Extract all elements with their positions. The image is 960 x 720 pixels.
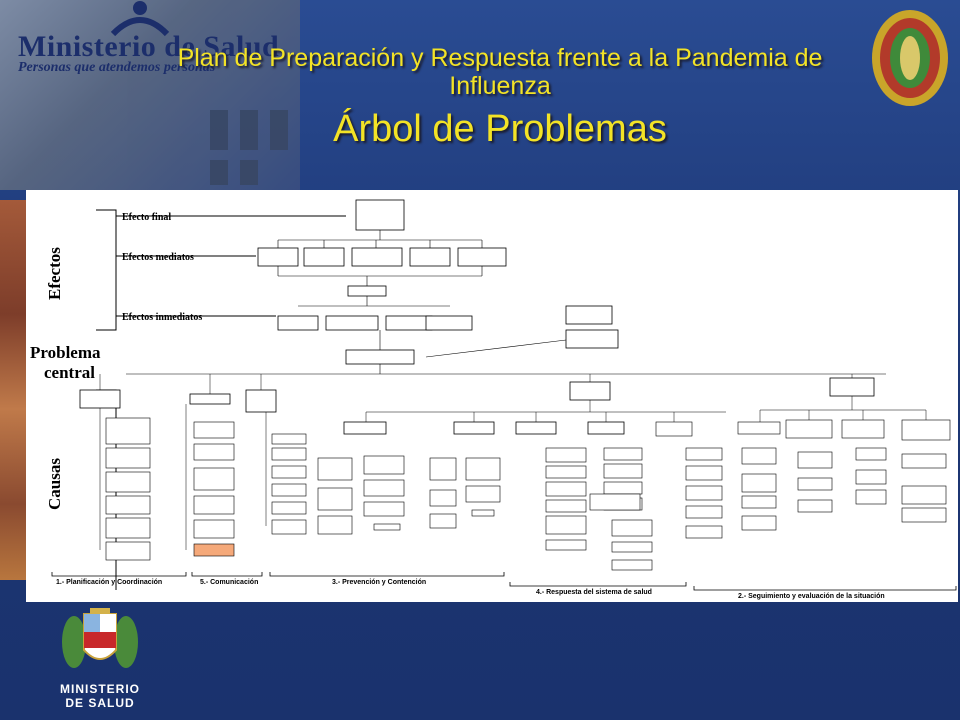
building-photo [0,0,300,190]
footer-planificacion: 1.- Planificación y Coordinación [56,579,162,586]
ministry-logo: Ministerio de Salud Personas que atendem… [18,30,279,76]
footer-seguimiento: 2.- Seguimiento y evaluación de la situa… [738,593,885,600]
level-mediate-label: Efectos mediatos [122,252,194,263]
bottom-line2: DE SALUD [65,696,135,710]
logo-line2: Personas que atendemos personas [18,60,216,75]
level-immediate-label: Efectos inmediatos [122,312,202,323]
virus-icon [872,10,948,106]
level-final-label: Efecto final [122,212,171,223]
decorative-strip [0,200,26,580]
footer-prevencion: 3.- Prevención y Contención [332,579,426,586]
ministry-figure-icon [110,1,170,37]
section-causes-label: Causas [45,458,64,510]
section-effects-label: Efectos [45,247,64,300]
slide-subtitle: Árbol de Problemas [333,108,667,150]
bottom-line1: MINISTERIO [59,682,140,696]
footer-comunicacion: 5.- Comunicación [200,579,258,586]
logo-line1: Ministerio de Salud [18,30,280,63]
footer-respuesta: 4.- Respuesta del sistema de salud [536,589,652,596]
slide-title: Plan de Preparación y Respuesta frente a… [177,44,823,100]
ministry-bottom-label: MINISTERIO DE SALUD [40,682,160,710]
peru-coat-of-arms-icon [62,608,138,668]
